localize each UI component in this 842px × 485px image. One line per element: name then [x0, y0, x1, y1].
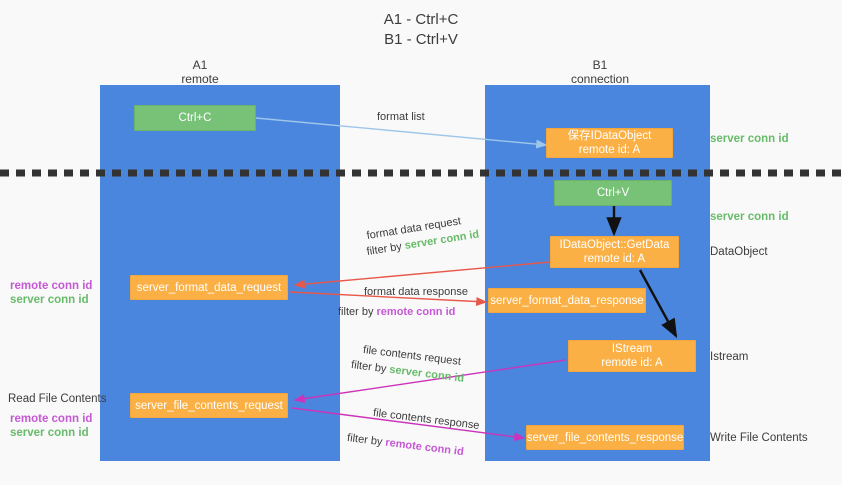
label-server-conn-id-upper: server conn id [10, 294, 89, 306]
node-save-idataobject[interactable]: 保存IDataObject remote id: A [546, 128, 673, 158]
edge-label-format-list: format list [377, 111, 425, 123]
label-istream: Istream [710, 351, 749, 363]
node-server-file-contents-request[interactable]: server_file_contents_request [130, 393, 288, 418]
node-idataobject-getdata[interactable]: IDataObject::GetData remote id: A [550, 236, 679, 268]
arrow-file-contents-request [293, 359, 567, 404]
edge-filter-prefix-2: filter by [338, 306, 377, 318]
label-server-conn-id-mid: server conn id [710, 211, 789, 223]
node-server-format-data-response[interactable]: server_format_data_response [488, 288, 646, 313]
edge-filter-prefix-3: filter by [350, 358, 391, 376]
label-write-file-contents: Write File Contents [710, 432, 808, 444]
arrow-format-data-response [289, 291, 488, 306]
node-server-format-data-request[interactable]: server_format_data_request [130, 275, 288, 300]
edge-label-format-data-response: format data response [364, 286, 468, 298]
edge-filter-format-data-response: filter by remote conn id [338, 305, 455, 320]
lane-header-b1: B1 connection [570, 58, 630, 86]
arrow-getdata-to-istream [638, 269, 678, 339]
label-server-conn-id-lower: server conn id [10, 427, 89, 439]
page-title: A1 - Ctrl+C B1 - Ctrl+V [383, 11, 459, 48]
edge-filter-prefix-4: filter by [346, 431, 387, 449]
node-istream[interactable]: IStream remote id: A [568, 340, 696, 372]
lane-header-a1: A1 remote [181, 58, 219, 86]
label-dataobject: DataObject [710, 246, 768, 258]
label-remote-conn-id-upper: remote conn id [10, 280, 93, 292]
label-remote-conn-id-lower: remote conn id [10, 413, 93, 425]
arrow-format-list [255, 117, 548, 149]
label-server-conn-id-top: server conn id [710, 133, 789, 145]
node-ctrl-c[interactable]: Ctrl+C [134, 105, 256, 131]
node-server-file-contents-response[interactable]: server_file_contents_response [526, 425, 684, 450]
arrow-format-data-request [293, 261, 551, 289]
node-ctrl-v[interactable]: Ctrl+V [554, 180, 672, 206]
edge-filter-value-2: remote conn id [376, 306, 456, 318]
label-read-file-contents: Read File Contents [8, 393, 107, 405]
arrow-file-contents-response [291, 407, 526, 442]
